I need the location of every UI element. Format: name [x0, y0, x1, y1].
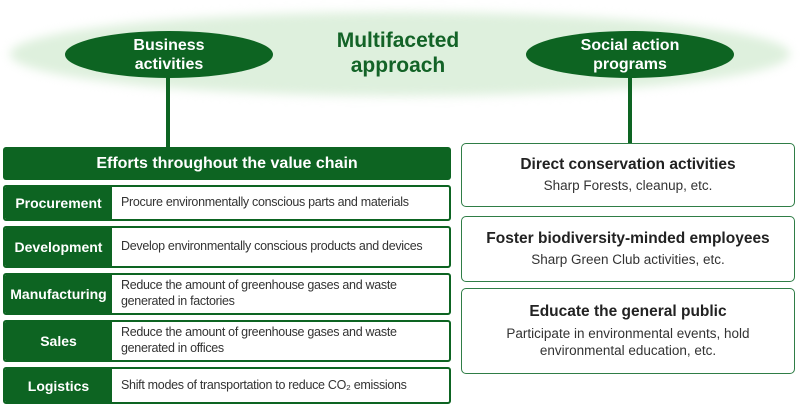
table-row-procurement: Procurement Procure environmentally cons…: [3, 185, 451, 221]
box-title: Foster biodiversity-minded employees: [486, 230, 770, 248]
row-description: Procure environmentally conscious parts …: [121, 195, 409, 210]
row-label: Manufacturing: [5, 275, 112, 313]
row-description: Shift modes of transportation to reduce …: [121, 377, 407, 392]
row-label: Sales: [5, 322, 112, 360]
business-activities-label: Business activities: [133, 36, 205, 73]
box-subtitle: Sharp Forests, cleanup, etc.: [543, 178, 713, 194]
row-description: Develop environmentally conscious produc…: [121, 239, 423, 254]
social-action-programs-bubble: Social action programs: [526, 31, 734, 78]
box-subtitle: Sharp Green Club activities, etc.: [531, 252, 725, 268]
table-row-sales: Sales Reduce the amount of greenhouse ga…: [3, 320, 451, 362]
foster-biodiversity-box: Foster biodiversity-minded employees Sha…: [461, 216, 795, 282]
row-description: Reduce the amount of greenhouse gases an…: [121, 325, 397, 355]
table-row-logistics: Logistics Shift modes of transportation …: [3, 367, 451, 404]
box-title: Direct conservation activities: [520, 156, 736, 174]
business-activities-bubble: Business activities: [65, 31, 273, 78]
educate-public-box: Educate the general public Participate i…: [461, 288, 795, 374]
social-connector-line: [628, 75, 632, 144]
box-title: Educate the general public: [529, 303, 727, 321]
table-row-manufacturing: Manufacturing Reduce the amount of green…: [3, 273, 451, 315]
row-label: Development: [5, 228, 112, 266]
value-chain-panel: Efforts throughout the value chain Procu…: [3, 147, 451, 404]
business-connector-line: [166, 76, 170, 148]
row-label: Procurement: [5, 187, 112, 219]
row-label: Logistics: [5, 369, 112, 402]
box-subtitle: Participate in environmental events, hol…: [506, 325, 750, 359]
row-description: Reduce the amount of greenhouse gases an…: [121, 278, 397, 308]
diagram-title: Multifaceted approach: [336, 29, 460, 77]
direct-conservation-box: Direct conservation activities Sharp For…: [461, 143, 795, 207]
social-action-programs-label: Social action programs: [580, 36, 680, 73]
table-row-development: Development Develop environmentally cons…: [3, 226, 451, 268]
value-chain-header: Efforts throughout the value chain: [3, 147, 451, 180]
